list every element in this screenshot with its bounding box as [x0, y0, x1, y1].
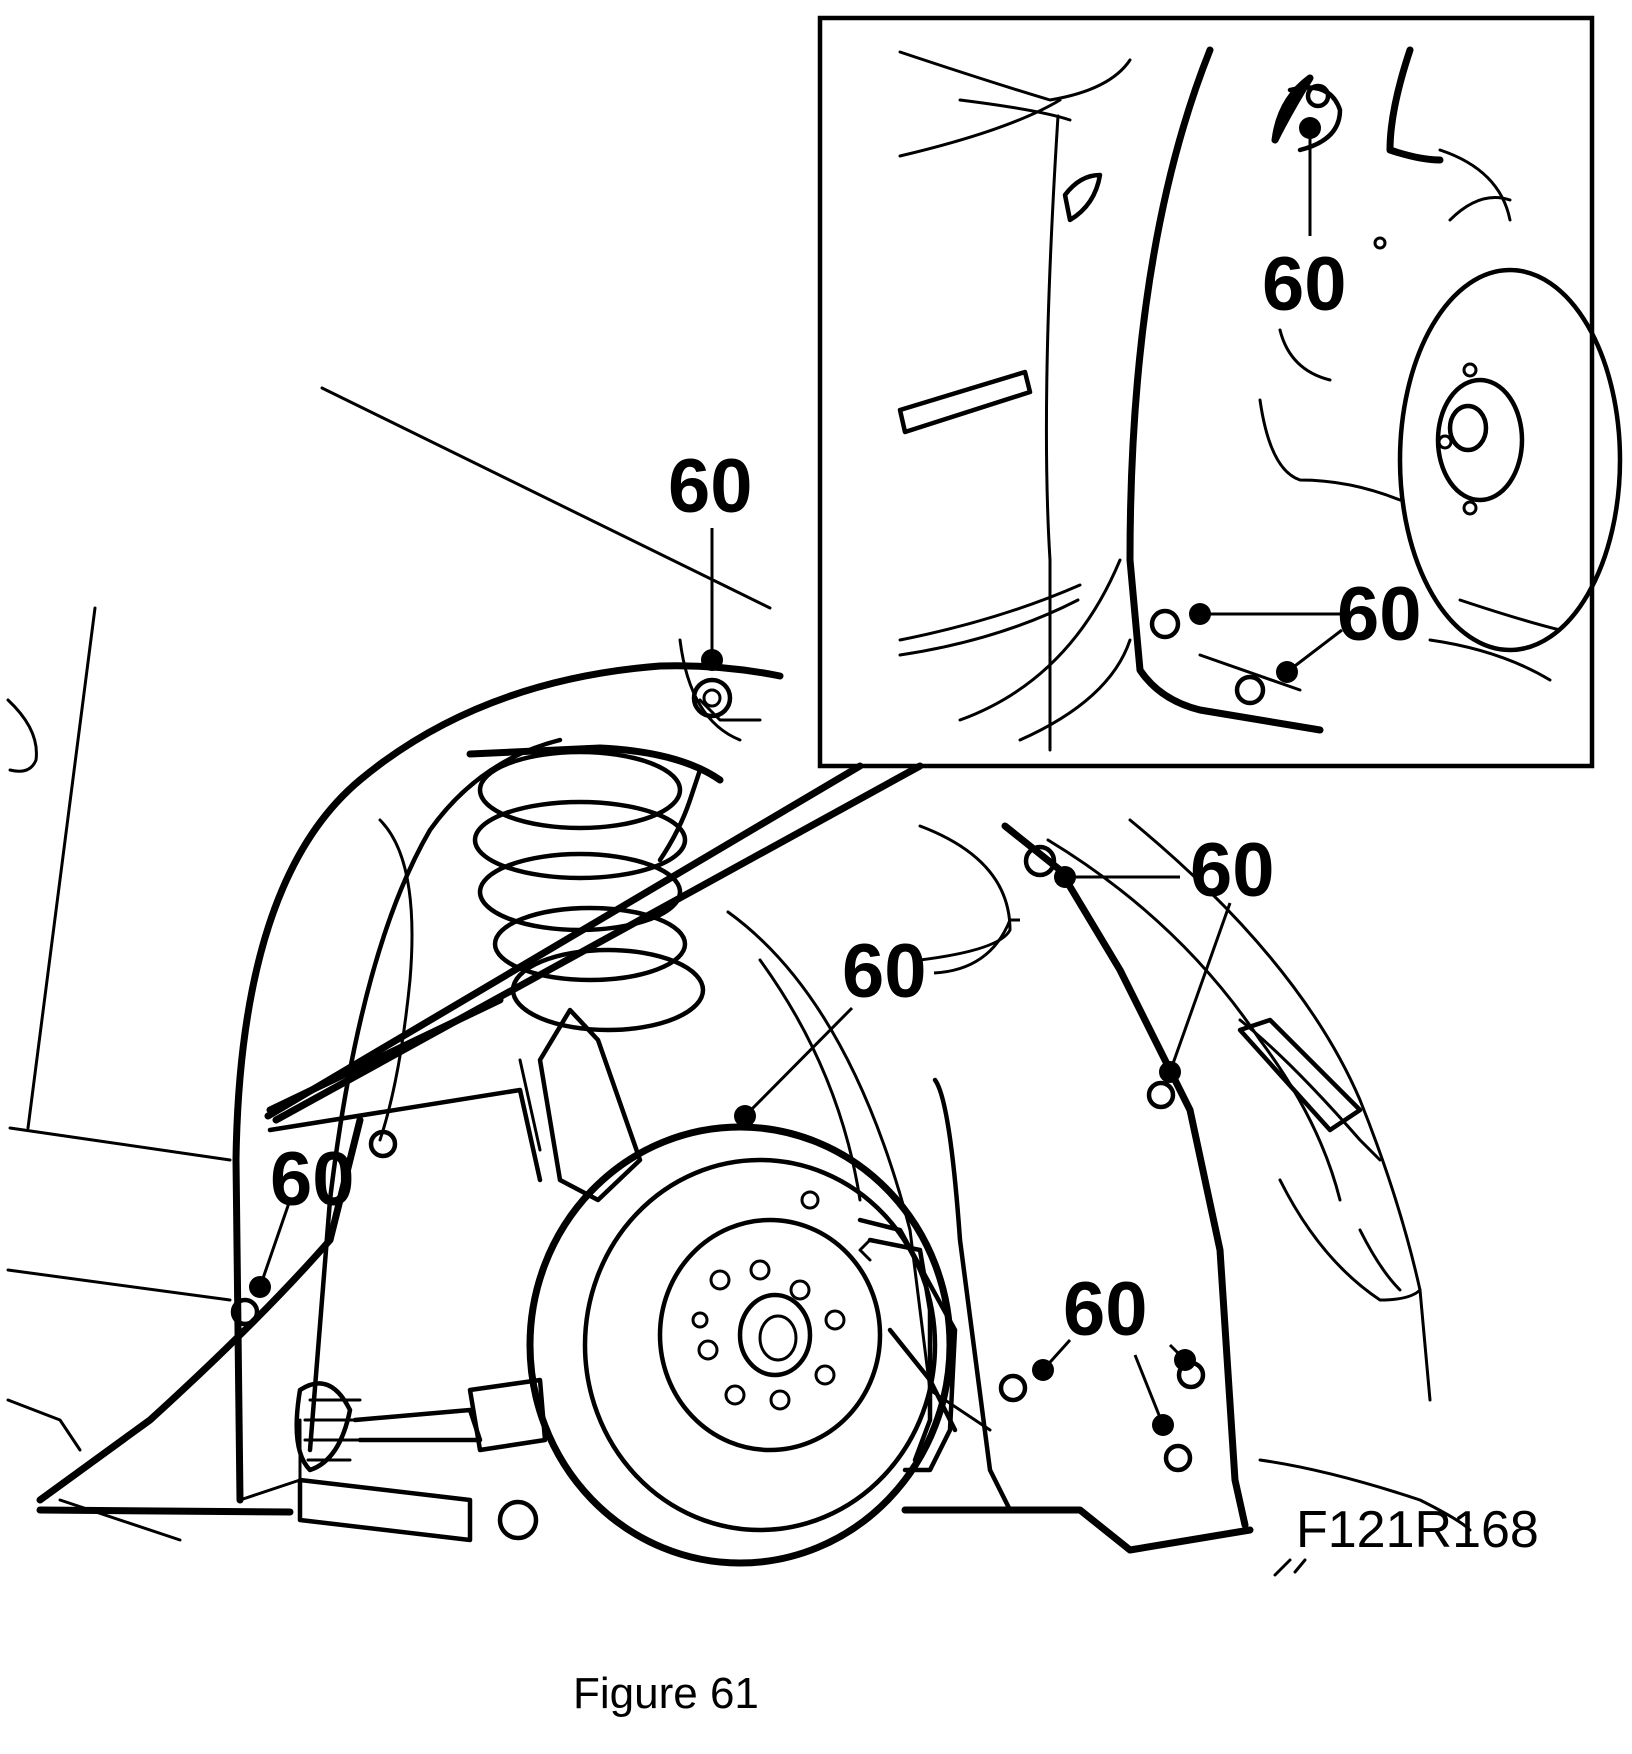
callout-60-inset-top: 60	[1262, 242, 1347, 327]
lower-arm-tie-rod	[266, 996, 548, 1543]
vehicle-body-outline	[6, 386, 772, 1542]
detail-inset	[264, 15, 1623, 1124]
illustration-code: F121R168	[1296, 1501, 1539, 1559]
fastener-dot	[1189, 603, 1211, 625]
brake-caliper	[857, 1217, 958, 1473]
callout-60-top: 60	[668, 444, 753, 529]
callout-60-lower-right: 60	[1063, 1267, 1148, 1352]
callout-60-inset-bottom: 60	[1337, 572, 1422, 657]
fastener-dot	[701, 649, 723, 671]
wheel-arch-liner-front	[230, 818, 1472, 1554]
fastener-dot	[1054, 866, 1076, 888]
fastener-dot	[1159, 1061, 1181, 1083]
callout-60-front-upper: 60	[1190, 828, 1275, 913]
brake-disc-hub	[526, 1123, 954, 1567]
fastener-dot	[1174, 1349, 1196, 1371]
fastener-dot	[1299, 117, 1321, 139]
callout-leaders	[249, 117, 1343, 1436]
fastener-dot	[249, 1276, 271, 1298]
fastener-dot	[1276, 661, 1298, 683]
figure-caption: Figure 61	[573, 1669, 759, 1718]
fastener-dot	[1152, 1414, 1174, 1436]
code-tick-marks	[1273, 1558, 1307, 1577]
callout-60-left: 60	[270, 1137, 355, 1222]
callout-60-center: 60	[842, 929, 927, 1014]
fastener-dot	[1032, 1359, 1054, 1381]
fastener-dot	[734, 1105, 756, 1127]
callout-labels: 60 60 60 60 60 60 60	[270, 242, 1422, 1352]
